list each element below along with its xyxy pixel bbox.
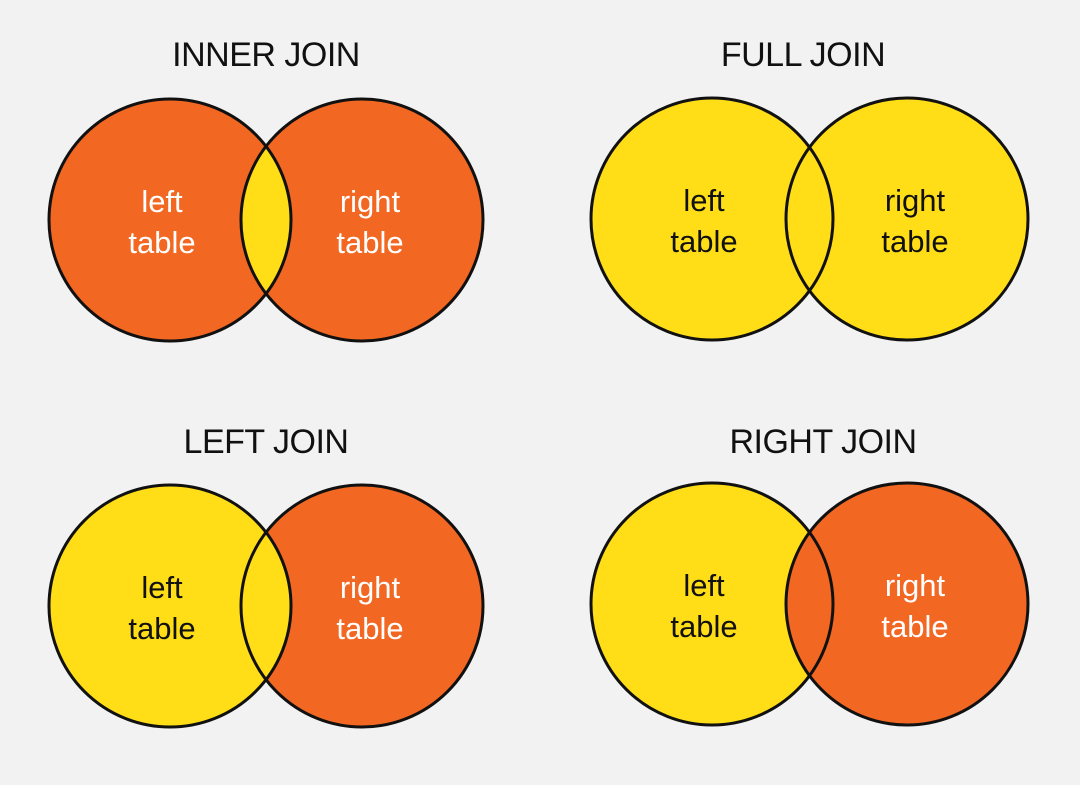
- left-join-right-label-line: table: [336, 611, 403, 646]
- full-join-right-table-label: right table: [881, 183, 948, 259]
- right-join-left-table-label: left table: [670, 568, 737, 644]
- right-join-right-label-line: right: [885, 568, 946, 603]
- left-join-title: LEFT JOIN: [184, 423, 349, 461]
- inner-join-right-outline: [239, 97, 485, 343]
- inner-join-left-table-label: left table: [128, 184, 195, 260]
- left-join-panel: LEFT JOIN left table right table: [47, 423, 485, 729]
- right-join-right-outline: [784, 481, 1030, 727]
- inner-join-right-circle: [241, 99, 483, 341]
- right-join-left-label-line: table: [670, 609, 737, 644]
- inner-join-left-label-line: left: [141, 184, 183, 219]
- inner-join-right-label-line: table: [336, 225, 403, 260]
- full-join-title: FULL JOIN: [721, 36, 885, 74]
- left-join-left-label-line: table: [128, 611, 195, 646]
- right-join-left-label-line: left: [683, 568, 725, 603]
- inner-join-title: INNER JOIN: [172, 36, 360, 74]
- inner-join-right-label-line: right: [340, 184, 401, 219]
- right-join-right-table-label: right table: [881, 568, 948, 644]
- left-join-right-circle: [241, 485, 483, 727]
- full-join-right-circle: [786, 98, 1028, 340]
- full-join-left-table-label: left table: [670, 183, 737, 259]
- inner-join-panel: INNER JOIN left table right table: [47, 36, 485, 343]
- full-join-panel: FULL JOIN left table right table: [589, 36, 1030, 342]
- full-join-left-label-line: left: [683, 183, 725, 218]
- left-join-right-table-label: right table: [336, 570, 403, 646]
- right-join-right-label-line: table: [881, 609, 948, 644]
- right-join-left-circle: [591, 483, 833, 725]
- left-join-left-circle: [49, 485, 291, 727]
- full-join-left-label-line: table: [670, 224, 737, 259]
- full-join-left-outline: [589, 96, 835, 342]
- right-join-panel: RIGHT JOIN left table right table: [589, 423, 1030, 727]
- right-join-title: RIGHT JOIN: [729, 423, 916, 461]
- full-join-right-outline: [784, 96, 1030, 342]
- right-join-left-outline: [589, 481, 835, 727]
- full-join-left-circle: [591, 98, 833, 340]
- inner-join-right-table-label: right table: [336, 184, 403, 260]
- right-join-right-circle: [786, 483, 1028, 725]
- full-join-right-label-line: table: [881, 224, 948, 259]
- left-join-left-outline: [47, 483, 293, 729]
- left-join-left-table-label: left table: [128, 570, 195, 646]
- inner-join-left-label-line: table: [128, 225, 195, 260]
- left-join-right-outline: [239, 483, 485, 729]
- inner-join-left-circle: [49, 99, 291, 341]
- inner-join-left-outline: [47, 97, 293, 343]
- full-join-right-label-line: right: [885, 183, 946, 218]
- left-join-left-label-line: left: [141, 570, 183, 605]
- left-join-right-label-line: right: [340, 570, 401, 605]
